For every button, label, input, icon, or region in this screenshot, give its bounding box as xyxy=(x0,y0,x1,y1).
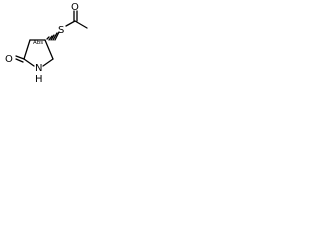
stereo-flag-label: Abs xyxy=(33,40,43,46)
bond-n1-c2 xyxy=(23,58,35,67)
bond-c3-c4 xyxy=(44,39,54,60)
bond-c4-n1 xyxy=(42,58,54,67)
atom-label-ring-carbonyl-oxygen: O xyxy=(5,54,13,65)
bond-c2-c1 xyxy=(23,39,31,60)
bond-s-c-acyl xyxy=(65,20,76,27)
bond-c2-o-ring-a xyxy=(15,55,25,60)
atom-label-ring-nitrogen-h: H xyxy=(35,74,43,85)
atom-label-acetyl-oxygen: O xyxy=(71,2,79,13)
bond-c-acyl-methyl xyxy=(74,20,88,29)
stereo-bond-c3-s xyxy=(46,31,60,41)
chemical-structure: S O O N H Abs xyxy=(5,2,88,85)
bond-c2-o-ring-b xyxy=(15,58,24,63)
atom-label-sulfur: S xyxy=(58,25,64,36)
atom-label-ring-nitrogen: N xyxy=(35,63,42,74)
